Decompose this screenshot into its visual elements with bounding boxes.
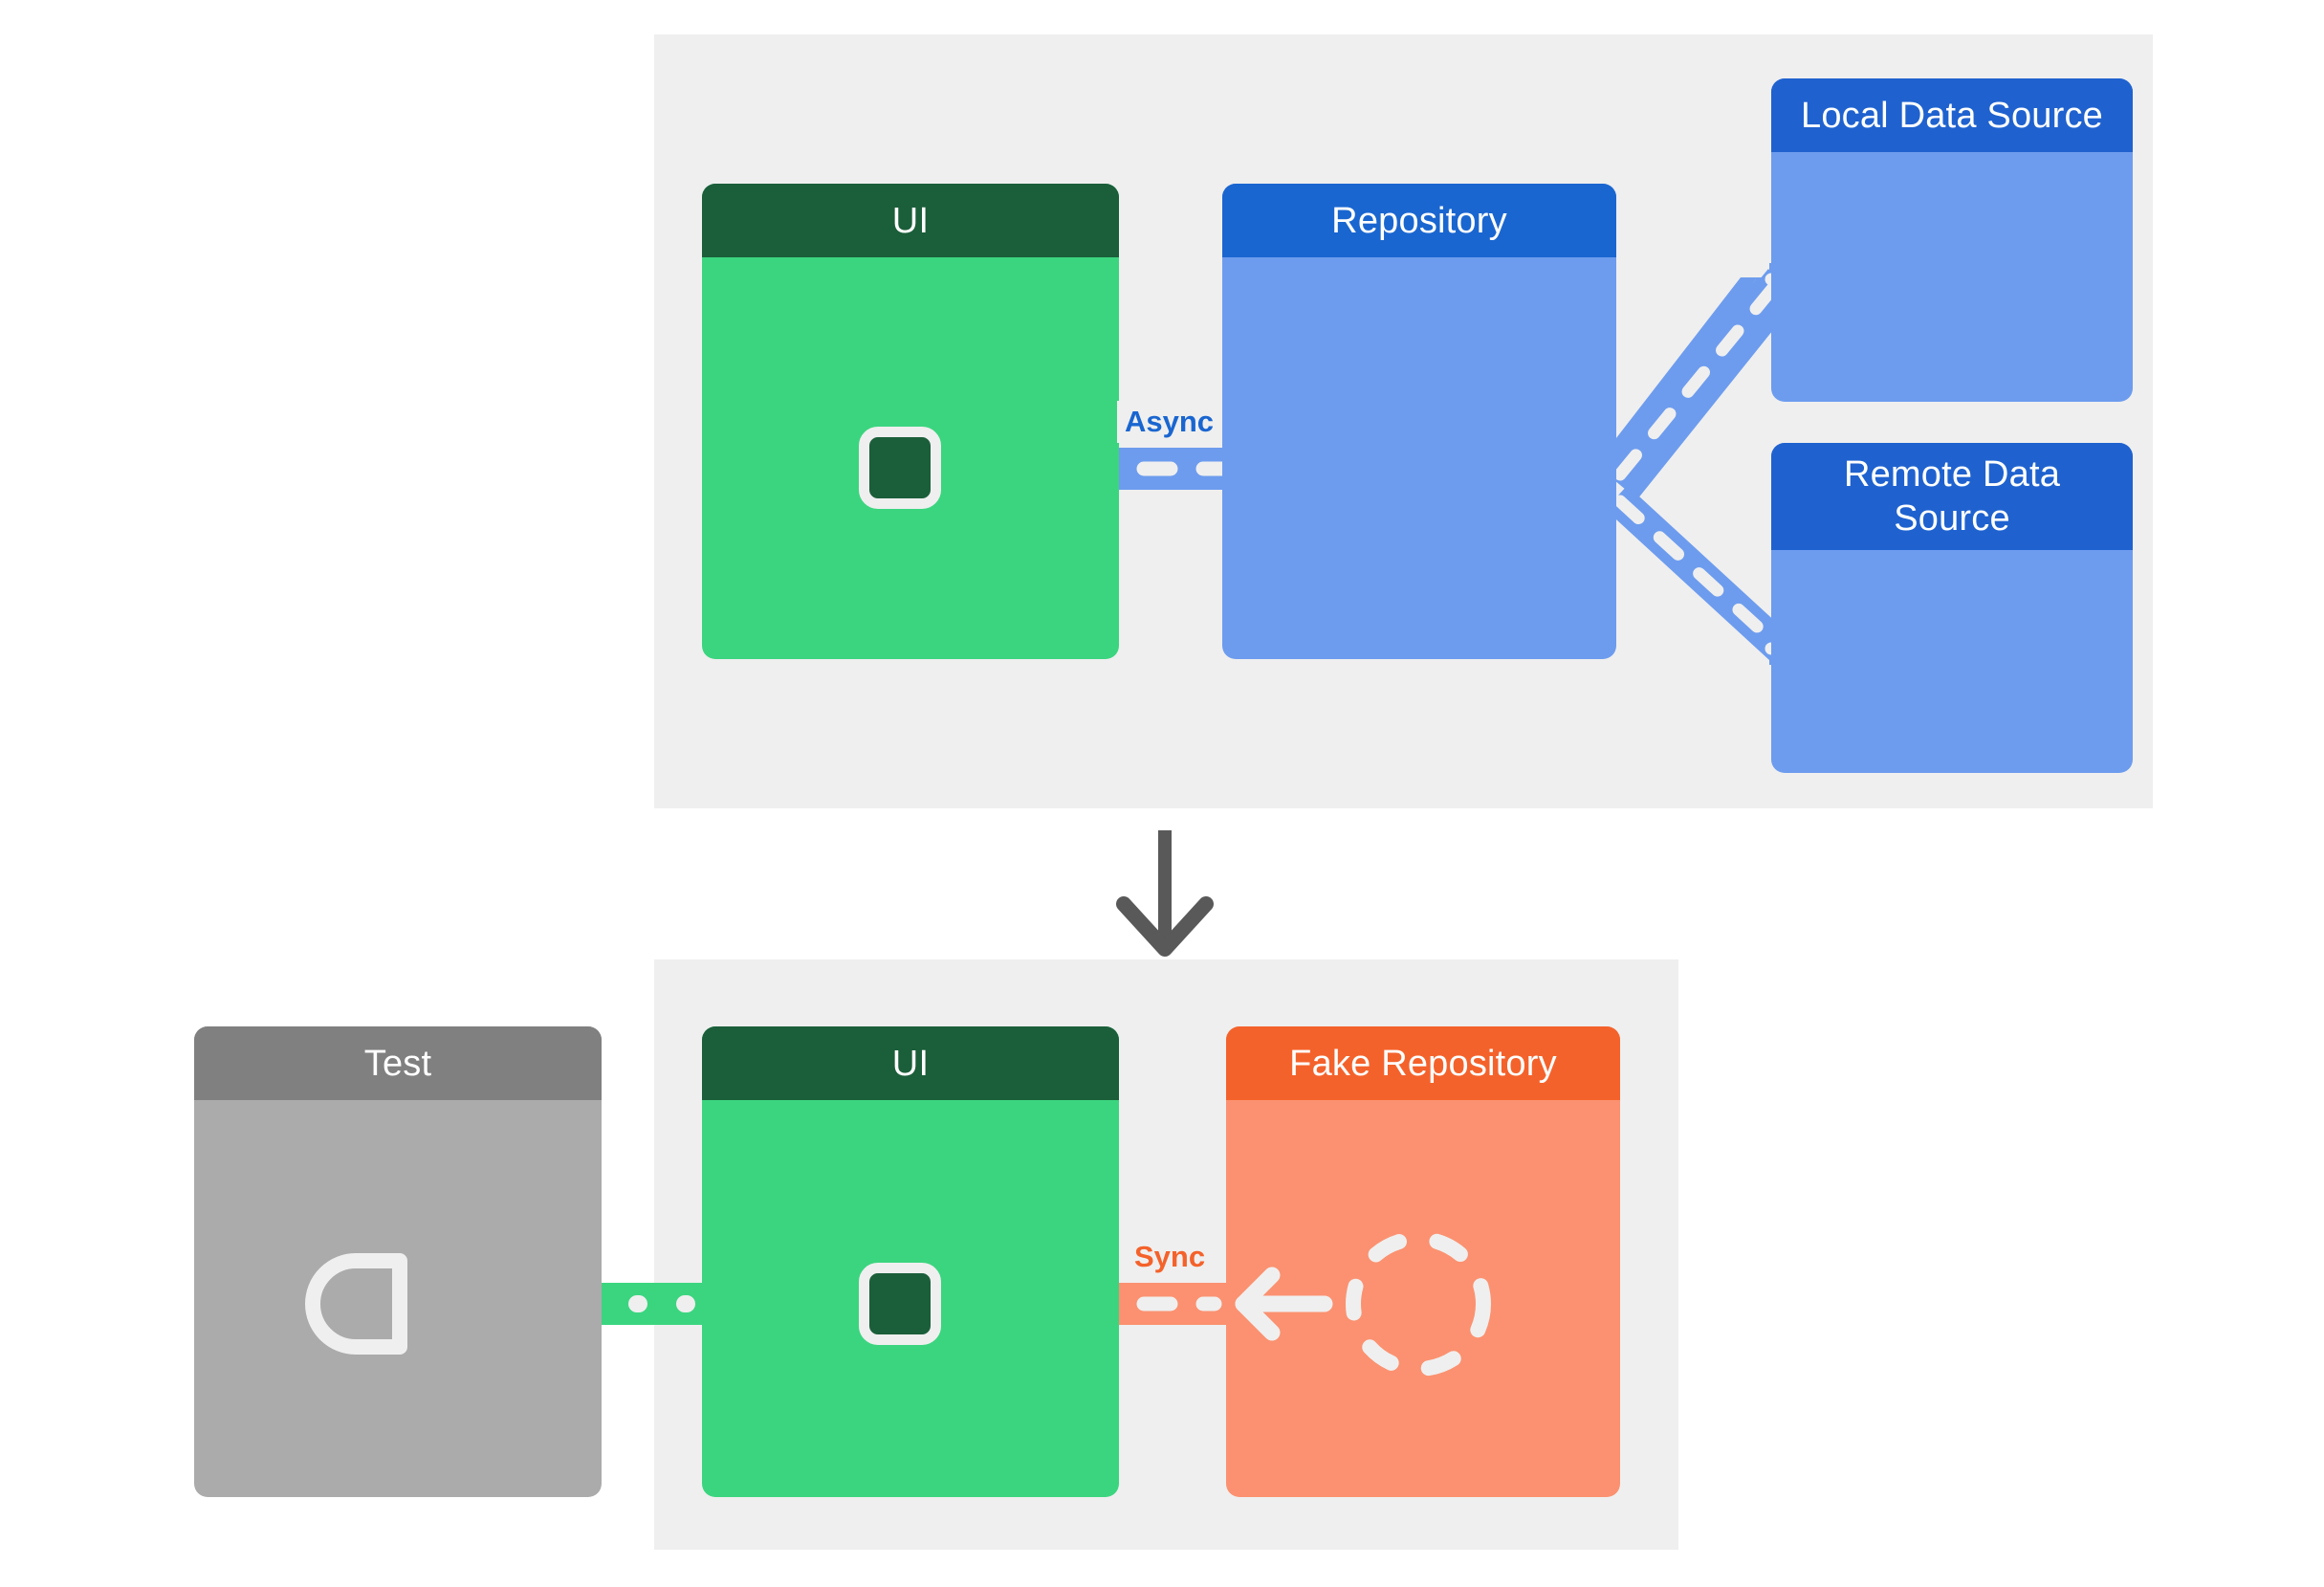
node-ui-label: UI [891,200,930,241]
node-repository[interactable]: Repository [1222,184,1616,659]
node-local-data-source-header: Local Data Source [1771,78,2133,152]
node-test-label: Test [363,1043,432,1084]
node-fake-repository-body [1226,1100,1620,1497]
node-remote-data-source-header: Remote Data Source [1771,443,2133,550]
node-ui-test[interactable]: UI [702,1026,1119,1497]
node-fake-repository[interactable]: Fake Repository [1226,1026,1620,1497]
node-ui-test-header: UI [702,1026,1119,1100]
node-test[interactable]: Test [194,1026,602,1497]
down-arrow-icon [1116,830,1214,957]
node-remote-data-source[interactable]: Remote Data Source [1771,443,2133,773]
node-fake-repository-header: Fake Repository [1226,1026,1620,1100]
node-repository-label: Repository [1331,200,1507,241]
node-ui[interactable]: UI [702,184,1119,659]
node-fake-repository-label: Fake Repository [1289,1043,1557,1084]
node-remote-data-source-label: Remote Data Source [1843,454,2061,539]
node-repository-body [1222,257,1616,659]
node-local-data-source-label: Local Data Source [1800,95,2104,136]
node-ui-test-label: UI [891,1043,930,1084]
node-remote-data-source-body [1771,550,2133,773]
node-test-body [194,1100,602,1497]
node-local-data-source-body [1771,152,2133,402]
sync-connection-label: Sync [1127,1236,1214,1278]
node-local-data-source[interactable]: Local Data Source [1771,78,2133,402]
node-repository-header: Repository [1222,184,1616,257]
async-connection-label: Async [1117,401,1222,443]
node-test-header: Test [194,1026,602,1100]
ui-test-observer-widget[interactable] [859,1263,941,1345]
ui-observer-widget[interactable] [859,427,941,509]
node-ui-header: UI [702,184,1119,257]
